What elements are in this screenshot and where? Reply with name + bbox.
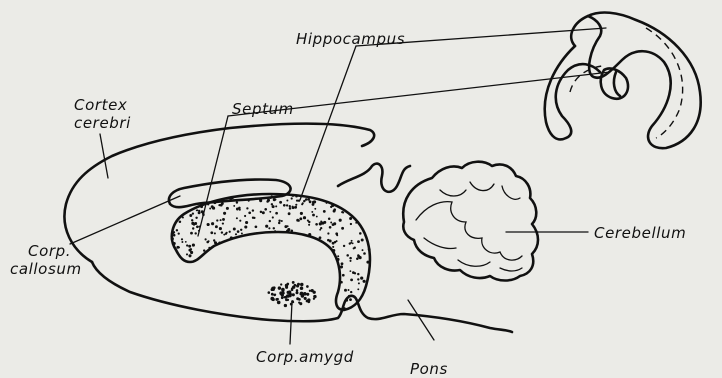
hippocampus-inset-drawing: [545, 13, 701, 149]
cortex-leader-line: [100, 134, 108, 178]
cerebellum-shape: [403, 162, 538, 281]
corp-amygd-leader-line: [290, 302, 292, 344]
label-corp-callosum-line2: callosum: [10, 260, 82, 278]
label-septum: Septum: [232, 100, 294, 118]
cortex-outline: [64, 124, 374, 262]
label-pons: Pons: [410, 360, 448, 378]
midbrain-notch: [338, 164, 410, 192]
label-corp-callosum-line1: Corp.: [28, 242, 71, 260]
labels: Hippocampus Cortex cerebri Septum Corp. …: [10, 30, 686, 378]
corp-callosum-leader-line: [70, 196, 180, 244]
hippocampus-stipple: [171, 194, 371, 310]
hippocampus-arc: [171, 194, 371, 310]
brain-sagittal-section: [64, 124, 538, 332]
label-cortex-line1: Cortex: [74, 96, 127, 114]
label-cerebellum: Cerebellum: [594, 224, 686, 242]
label-cortex-line2: cerebri: [74, 114, 131, 132]
label-hippocampus: Hippocampus: [296, 30, 405, 48]
label-corp-amygd: Corp.amygd: [256, 348, 354, 366]
pons-leader-line: [408, 300, 434, 340]
